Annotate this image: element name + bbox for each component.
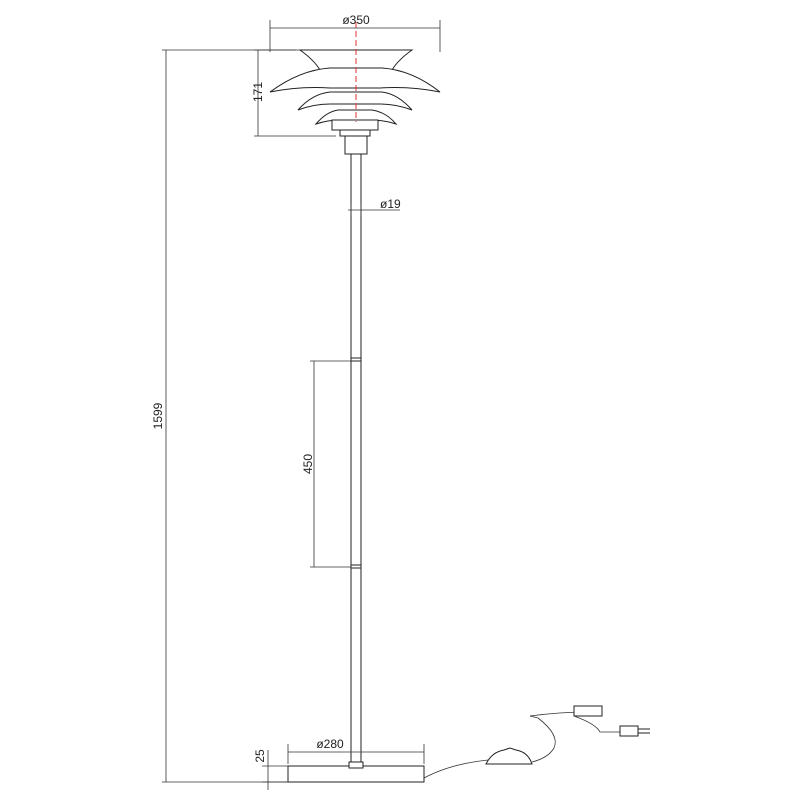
- dim-base-height-label: 25: [253, 749, 267, 763]
- dim-stem-diameter: ø19: [348, 197, 401, 216]
- dim-base-diameter: ø280: [287, 737, 425, 764]
- dim-total-height: 1599: [151, 49, 300, 783]
- shade-inner-tier-1: [331, 119, 379, 131]
- foot-switch: [485, 747, 533, 765]
- dim-stem-diameter-label: ø19: [380, 197, 401, 211]
- dim-base-diameter-label: ø280: [316, 737, 344, 751]
- dim-shade-height-label: 171: [251, 82, 265, 102]
- power-cable: [423, 705, 650, 779]
- plug-icon: [619, 725, 639, 737]
- lamp-socket: [344, 135, 368, 155]
- shade-main: [269, 67, 441, 93]
- shade-middle: [297, 91, 413, 111]
- shade-inner-tier-2: [339, 129, 371, 137]
- lamp-base: [287, 761, 425, 783]
- dim-total-height-label: 1599: [151, 402, 165, 429]
- lamp-shade: [269, 22, 441, 155]
- dim-shade-diameter-label: ø350: [342, 13, 370, 27]
- dim-segment-length: 450: [301, 360, 351, 568]
- lamp-stem: [350, 154, 362, 766]
- dim-base-height: 25: [253, 749, 288, 790]
- dim-shade-diameter: ø350: [269, 13, 441, 52]
- dim-segment-length-label: 450: [301, 454, 315, 474]
